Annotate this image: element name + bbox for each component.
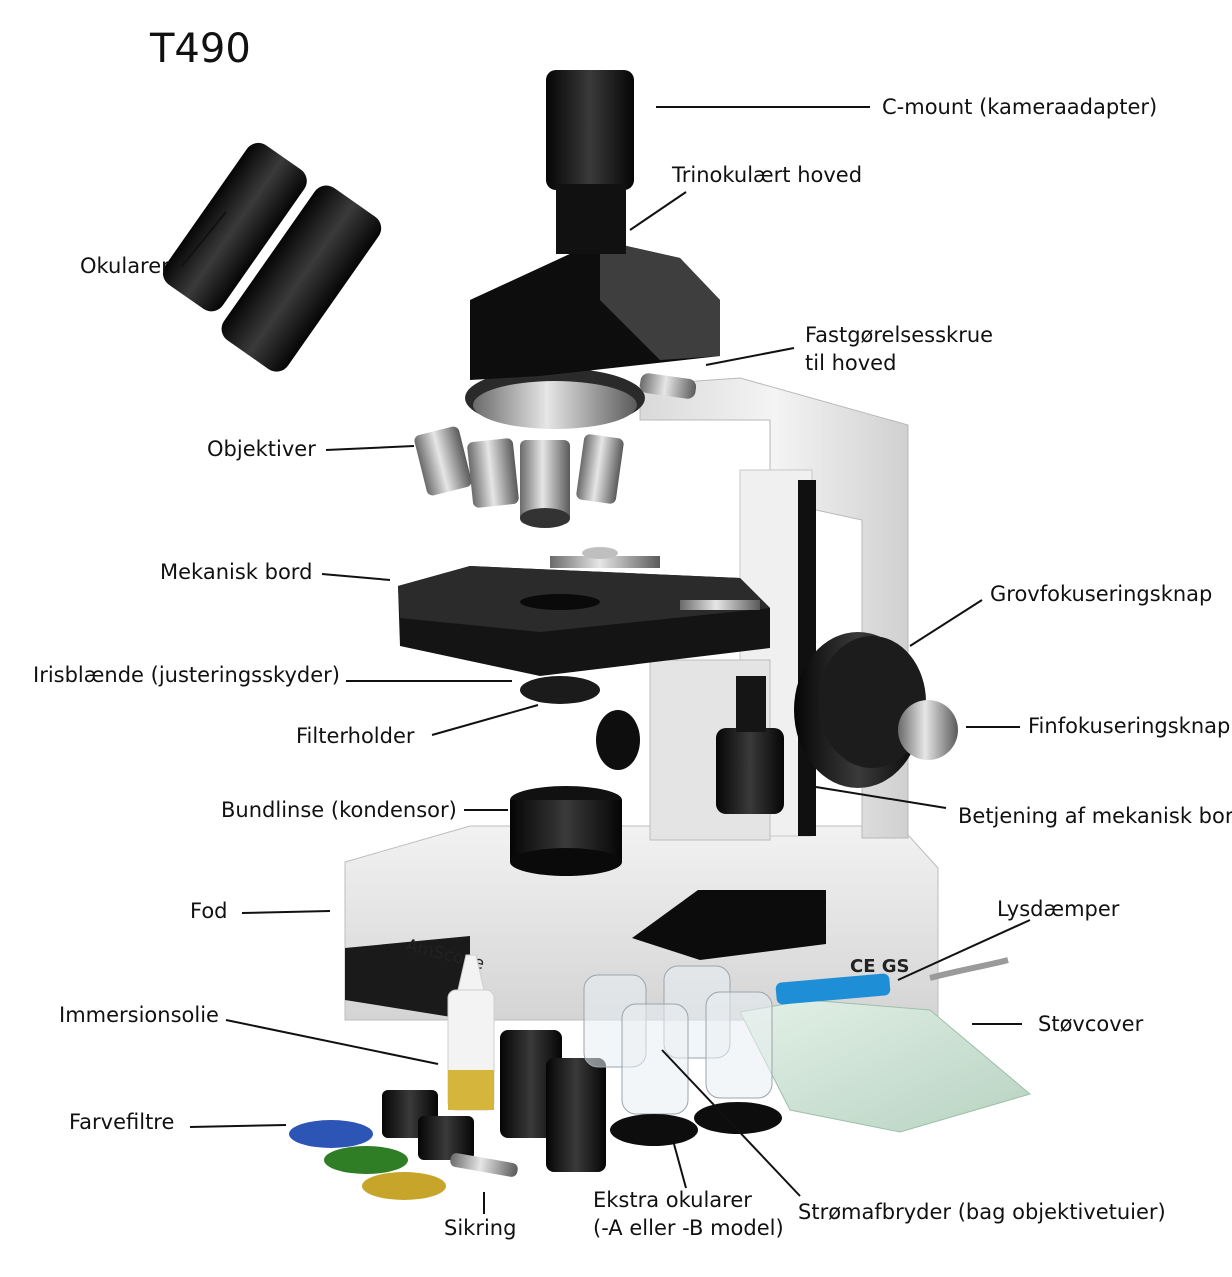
leader-color-filters — [189, 1124, 287, 1128]
label-stage-control: Betjening af mekanisk bord — [958, 804, 1232, 828]
label-head-screw-line-2: til hoved — [805, 351, 897, 375]
leader-stage-control — [815, 786, 947, 809]
label-coarse-focus: Grovfokuseringsknap — [990, 582, 1213, 606]
label-fuse: Sikring — [444, 1216, 517, 1240]
focus-knobs — [716, 632, 958, 814]
label-extra-eyepieces-line-1: Ekstra okularer — [593, 1188, 752, 1212]
label-head-screw: Fastgørelsesskrue til hoved — [805, 321, 993, 377]
leader-base — [241, 910, 331, 914]
label-eyepieces: Okularer — [80, 254, 170, 278]
label-power-switch: Strømafbryder (bag objektivetuier) — [798, 1200, 1166, 1224]
base-body: AmScope CE GS — [344, 825, 939, 1021]
condenser-body — [510, 676, 640, 876]
head-body — [162, 70, 720, 399]
label-dimmer: Lysdæmper — [997, 897, 1120, 921]
leader-coarse-focus — [909, 599, 983, 647]
label-trinocular-head: Trinokulært hoved — [672, 163, 863, 187]
label-mechanical-stage: Mekanisk bord — [160, 560, 313, 584]
label-filter-holder: Filterholder — [296, 724, 415, 748]
accessories — [289, 954, 1032, 1200]
label-fine-focus: Finfokuseringsknap — [1028, 714, 1231, 738]
leader-objectives — [325, 445, 415, 451]
leader-head-screw — [705, 347, 795, 366]
leader-power-switch — [661, 1049, 801, 1197]
leader-filter-holder — [431, 704, 539, 736]
label-dust-cover: Støvcover — [1038, 1012, 1144, 1036]
label-condenser: Bundlinse (kondensor) — [221, 798, 457, 822]
leader-extra-eyepieces — [673, 1143, 687, 1189]
label-immersion-oil: Immersionsolie — [59, 1003, 219, 1027]
leader-eyepieces — [181, 211, 227, 267]
label-color-filters: Farvefiltre — [69, 1110, 175, 1134]
certification-marks: CE GS — [850, 956, 910, 977]
label-iris: Irisblænde (justeringsskyder) — [33, 663, 340, 687]
label-c-mount: C-mount (kameraadapter) — [882, 95, 1158, 119]
label-objectives: Objektiver — [207, 437, 316, 461]
leader-trinocular-head — [629, 191, 687, 231]
leader-dimmer — [897, 919, 1031, 981]
label-extra-eyepieces-line-2: (-A eller -B model) — [593, 1216, 784, 1240]
leader-lines — [181, 106, 1031, 1214]
objectives-body — [414, 368, 645, 528]
leader-mechanical-stage — [321, 573, 391, 581]
label-extra-eyepieces: Ekstra okularer (-A eller -B model) — [593, 1186, 784, 1242]
label-head-screw-line-1: Fastgørelsesskrue — [805, 323, 994, 347]
model-title: T490 — [150, 26, 251, 72]
leader-immersion-oil — [225, 1019, 439, 1065]
stage-body — [398, 547, 770, 676]
label-base: Fod — [190, 899, 228, 923]
